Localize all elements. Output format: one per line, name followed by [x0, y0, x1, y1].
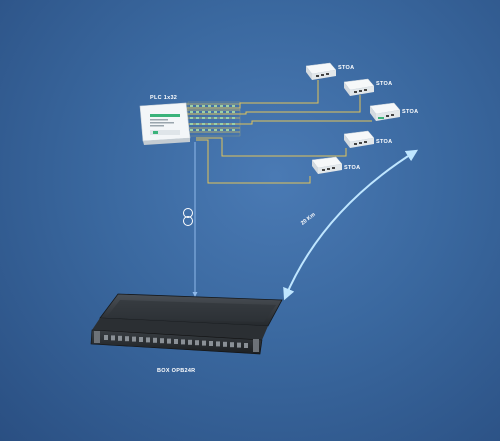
ont-device-3: [369, 102, 401, 121]
feeder-cable: [183, 142, 198, 297]
ont-device-4: [343, 130, 375, 148]
splitter-label: PLC 1x32: [150, 95, 178, 101]
splitter-port-grid: [187, 101, 241, 137]
ont-device-1: [305, 62, 337, 80]
fiber-links: [186, 80, 372, 184]
fiber-link-4: [196, 137, 347, 157]
ont-device-5: [311, 156, 343, 174]
ont-device-2: [343, 78, 375, 96]
odf-box-device: [90, 293, 283, 355]
fiber-link-5: [196, 139, 311, 184]
ont-label-3: STOA: [402, 109, 419, 115]
fiber-link-3: [186, 120, 372, 125]
ont-label-4: STOA: [376, 139, 393, 145]
fiber-link-2: [186, 95, 361, 115]
ont-label-5: STOA: [344, 165, 361, 171]
distance-arrow: [283, 149, 419, 301]
odf-box-label: BOX OPB24R: [157, 368, 196, 374]
ont-label-1: STOA: [338, 65, 355, 71]
splitter-coupler-icon: [183, 208, 193, 218]
ont-label-2: STOA: [376, 81, 393, 87]
plc-splitter-device: [139, 102, 191, 145]
